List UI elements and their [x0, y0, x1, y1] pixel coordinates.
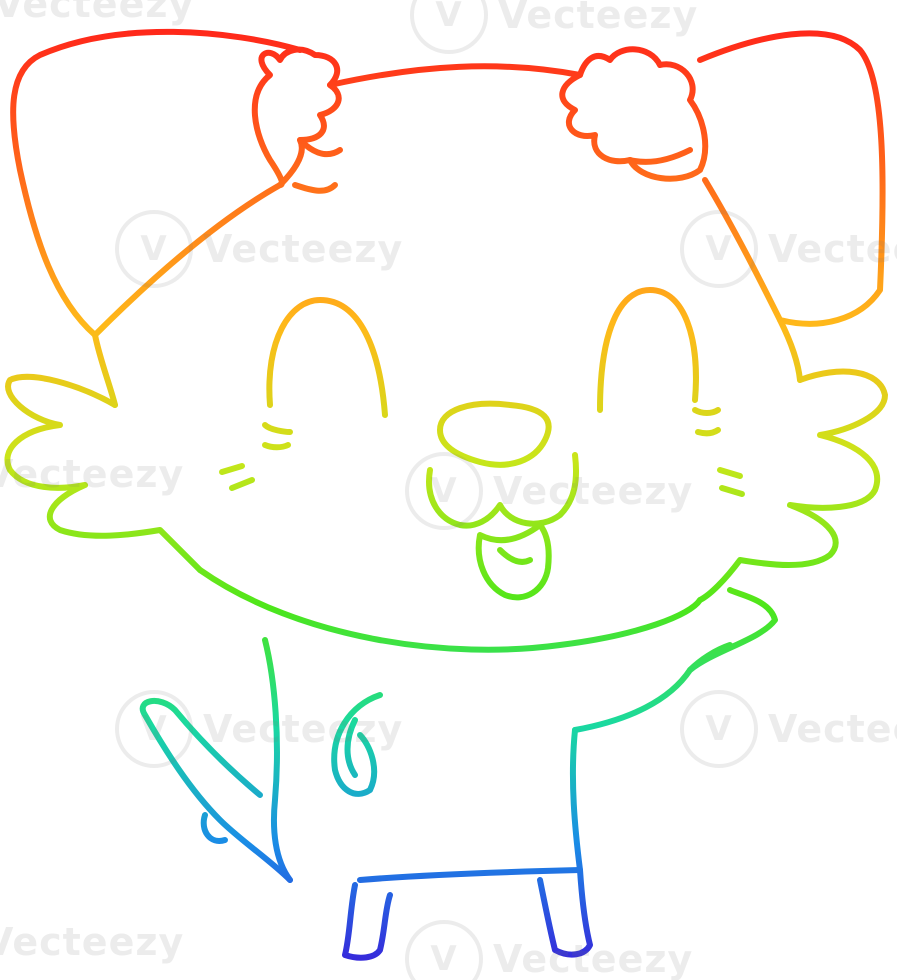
left-leg: [342, 882, 393, 961]
right-arm: [572, 587, 778, 733]
right-paw: [559, 46, 709, 182]
right-cheek-fluff: [697, 368, 888, 603]
nose: [437, 400, 552, 468]
left-cheek-fluff: [4, 373, 203, 573]
head-left-side: [92, 332, 118, 408]
body-right: [569, 727, 583, 873]
tongue: [475, 522, 552, 601]
jaw: [197, 567, 703, 653]
tail: [139, 697, 293, 883]
right-leg: [537, 867, 593, 958]
body-left: [262, 637, 293, 883]
right-eye: [597, 287, 699, 413]
crotch-line: [357, 867, 583, 883]
left-paw: [251, 46, 342, 188]
mouth: [426, 452, 580, 529]
right-ear: [697, 30, 886, 327]
head-top: [327, 63, 583, 88]
left-ear: [10, 28, 303, 338]
head-right-side: [777, 317, 803, 383]
left-eye: [266, 297, 388, 418]
left-arm: [331, 692, 383, 797]
